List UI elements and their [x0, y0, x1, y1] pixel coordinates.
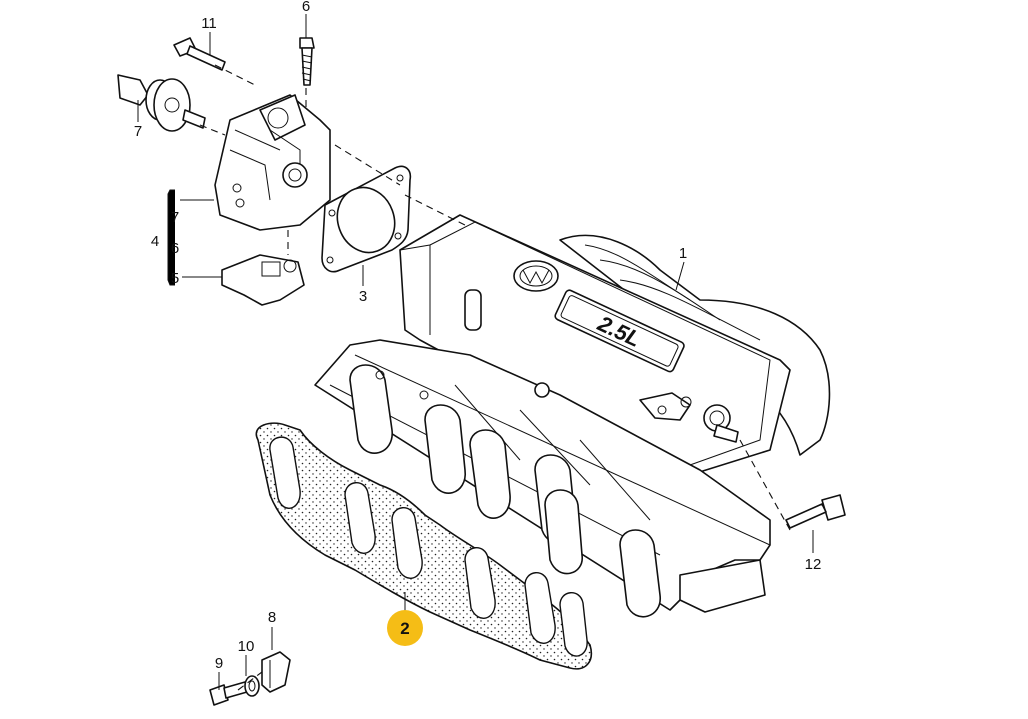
callout-labels: 1 2 3 4 5 6 6 7 7 8 9 10 11 12	[134, 0, 822, 672]
throttle-body[interactable]	[214, 94, 331, 231]
engine-badge	[554, 289, 685, 373]
callout-3[interactable]: 3	[359, 288, 367, 305]
idle-valve[interactable]	[117, 74, 206, 132]
callout-9[interactable]: 9	[215, 655, 223, 672]
throttle-position-sensor[interactable]	[221, 254, 305, 306]
callout-5[interactable]: 5	[171, 270, 179, 287]
bolt-9[interactable]	[209, 681, 248, 706]
callout-11[interactable]: 11	[201, 15, 217, 32]
callout-2-highlight[interactable]	[387, 610, 423, 646]
callout-4[interactable]: 4	[151, 233, 159, 250]
leader-lines	[137, 14, 814, 690]
callout-6-sub[interactable]: 6	[171, 240, 179, 257]
bolt-12[interactable]	[785, 494, 846, 529]
washer-10[interactable]	[244, 675, 260, 697]
throttle-body-gasket[interactable]	[321, 165, 412, 273]
bolt-6[interactable]	[299, 37, 315, 86]
callout-10[interactable]: 10	[238, 638, 255, 655]
bracket-8[interactable]	[261, 651, 291, 693]
callout-8[interactable]: 8	[268, 609, 276, 626]
callout-7-sub[interactable]: 7	[171, 209, 179, 226]
callout-12[interactable]: 12	[805, 556, 822, 573]
assembly-lines	[199, 64, 791, 691]
callout-7[interactable]: 7	[134, 123, 142, 140]
bolt-11[interactable]	[173, 37, 226, 71]
intake-manifold[interactable]: 2.5L	[314, 214, 831, 618]
intake-gasket[interactable]	[255, 422, 592, 670]
callout-6[interactable]: 6	[302, 0, 310, 15]
callout-2[interactable]: 2	[400, 619, 409, 638]
callout-1[interactable]: 1	[679, 245, 687, 262]
